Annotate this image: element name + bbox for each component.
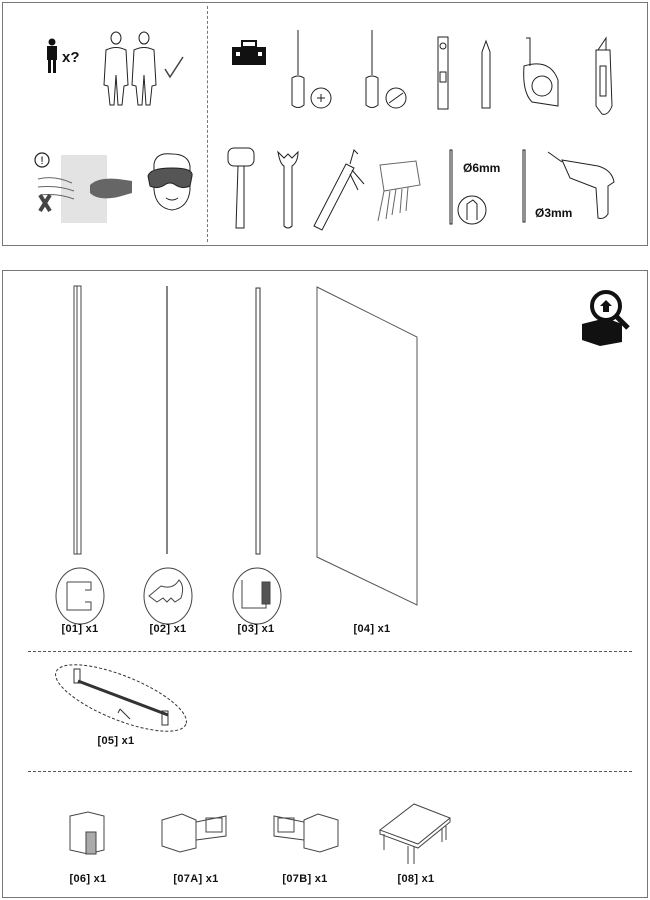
adjustable-wrench-icon [276, 150, 300, 230]
part-01-profile [72, 284, 84, 556]
hex-key-set-icon [376, 155, 422, 223]
part-02-detail-icon [143, 568, 193, 626]
warning-icon: ! [34, 152, 50, 168]
rubber-mallet-icon [226, 146, 256, 230]
phillips-screwdriver-icon [288, 30, 336, 112]
part-02-label: [02] x1 [149, 623, 187, 635]
drill-bit-6mm-label: Ø6mm [463, 161, 501, 175]
power-drill-icon [548, 152, 620, 222]
bare-hand-crossed-icon [34, 175, 78, 215]
part-02-profile [164, 284, 170, 556]
parts-panel [2, 270, 648, 898]
part-06-label: [06] x1 [69, 873, 107, 885]
part-03-label: [03] x1 [237, 623, 275, 635]
part-01-label: [01] x1 [61, 623, 99, 635]
part-07b-label: [07B] x1 [282, 873, 328, 885]
check-contents-icon [582, 284, 632, 346]
part-07a-label: [07A] x1 [173, 873, 219, 885]
part-05-hardware-kit [50, 665, 192, 731]
section-divider [28, 771, 632, 772]
checkmark-icon [163, 55, 185, 79]
part-08-label: [08] x1 [397, 873, 435, 885]
gloved-hand-icon [90, 178, 132, 199]
masonry-drill-bit-icon [447, 148, 487, 228]
part-07b-icon [270, 808, 340, 854]
part-07a-icon [160, 808, 230, 854]
caulking-gun-icon [310, 150, 366, 230]
part-03-detail-icon [232, 568, 282, 626]
two-persons-icon [103, 30, 163, 108]
flathead-screwdriver-icon [362, 30, 410, 112]
safety-goggles-face-icon [146, 150, 196, 212]
part-08-icon [378, 800, 454, 866]
pencil-icon [480, 40, 492, 110]
part-01-detail-icon [55, 568, 105, 626]
spirit-level-icon [437, 36, 449, 110]
part-04-label: [04] x1 [353, 623, 391, 635]
part-06-icon [68, 810, 108, 856]
tools-panel [2, 2, 648, 246]
part-04-glass-panel [315, 285, 420, 607]
wood-drill-bit-icon [520, 148, 528, 224]
tape-measure-icon [520, 36, 562, 108]
persons-question-label: x? [62, 49, 80, 66]
single-person-icon [47, 38, 57, 73]
warning-symbol: ! [40, 155, 43, 167]
section-divider [28, 651, 632, 652]
part-03-profile [254, 286, 262, 556]
toolbox-icon [232, 40, 266, 65]
part-05-label: [05] x1 [97, 735, 135, 747]
panel-divider [207, 6, 208, 242]
drill-bit-3mm-label: Ø3mm [535, 206, 573, 220]
utility-knife-icon [592, 36, 616, 118]
